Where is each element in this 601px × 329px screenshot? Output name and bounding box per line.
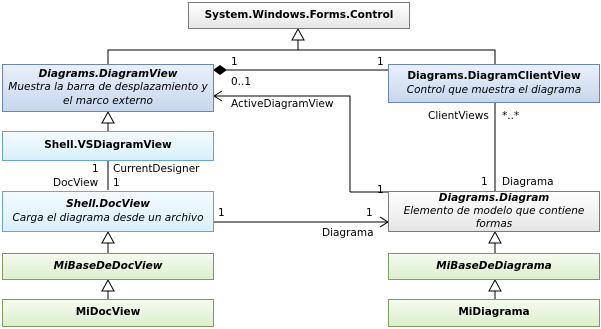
class-diagram-view-name: Diagrams.DiagramView [38, 68, 178, 81]
class-doc-view-name: Shell.DocView [66, 198, 150, 211]
mult-active-view-diagram: 1 [377, 184, 384, 196]
role-client-views: ClientViews [428, 110, 489, 122]
class-mi-base-diagrama-name: MiBaseDeDiagrama [436, 259, 552, 272]
class-diagram: Diagrams.Diagram Elemento de modelo que … [388, 191, 600, 232]
inherit-line-client-control [298, 49, 496, 64]
inherit-arrow-view [101, 110, 115, 124]
role-doc-diagram: Diagrama [322, 227, 374, 239]
class-mi-doc-view: MiDocView [2, 299, 214, 327]
mult-diagram-from-client: 1 [481, 176, 488, 188]
class-control-name: System.Windows.Forms.Control [204, 8, 394, 21]
role-active-view: ActiveDiagramView [231, 98, 334, 110]
class-vs-diagram-view: Shell.VSDiagramView [2, 131, 214, 161]
class-mi-diagrama-name: MiDiagrama [458, 306, 530, 319]
class-mi-doc-view-name: MiDocView [75, 306, 141, 319]
mult-doc-diagram-left: 1 [218, 207, 225, 219]
class-diagram-client-view: Diagrams.DiagramClientView Control que m… [388, 64, 600, 103]
class-diagram-view-desc: Muestra la barra de desplazamiento y el … [8, 81, 208, 107]
role-current-designer: CurrentDesigner [113, 163, 200, 175]
class-diagram-desc: Elemento de modelo que contiene formas [403, 204, 585, 231]
role-diagram-from-client: Diagrama [502, 176, 554, 188]
mult-doc-diagram-right: 1 [366, 207, 373, 219]
class-vs-diagram-view-name: Shell.VSDiagramView [44, 139, 172, 152]
mult-current-designer: 1 [92, 163, 99, 175]
class-mi-diagrama: MiDiagrama [388, 299, 600, 327]
composition-diamond [213, 65, 227, 75]
mult-active-view: 0..1 [231, 76, 252, 88]
class-diagram-view: Diagrams.DiagramView Muestra la barra de… [2, 64, 214, 112]
class-mi-base-diagrama: MiBaseDeDiagrama [388, 253, 600, 280]
class-diagram-name: Diagrams.Diagram [438, 191, 550, 204]
inherit-arrow-mibase-doc [101, 278, 115, 292]
class-diagram-client-view-desc: Control que muestra el diagrama [406, 83, 582, 96]
mult-client-views: *..* [502, 110, 520, 122]
class-diagram-client-view-name: Diagrams.DiagramClientView [407, 70, 581, 83]
inherit-arrow-mibase-diag [488, 278, 502, 292]
class-mi-base-doc-view: MiBaseDeDocView [2, 253, 214, 280]
active-view-arrowhead [213, 90, 223, 102]
inherit-arrow-diagram [488, 230, 502, 244]
class-control: System.Windows.Forms.Control [188, 2, 410, 29]
inherit-arrow-control [291, 27, 305, 41]
inherit-arrow-docview [101, 230, 115, 244]
mult-view-client-left: 1 [231, 56, 238, 68]
active-view-line [214, 95, 351, 192]
mult-view-client-right: 1 [377, 56, 384, 68]
class-doc-view-desc: Carga el diagrama desde un archivo [12, 211, 204, 224]
mult-docview: 1 [113, 177, 120, 189]
class-mi-base-doc-view-name: MiBaseDeDocView [53, 259, 163, 272]
role-docview: DocView [53, 177, 99, 189]
inherit-line-view-control [107, 34, 299, 64]
class-doc-view: Shell.DocView Carga el diagrama desde un… [2, 191, 214, 232]
